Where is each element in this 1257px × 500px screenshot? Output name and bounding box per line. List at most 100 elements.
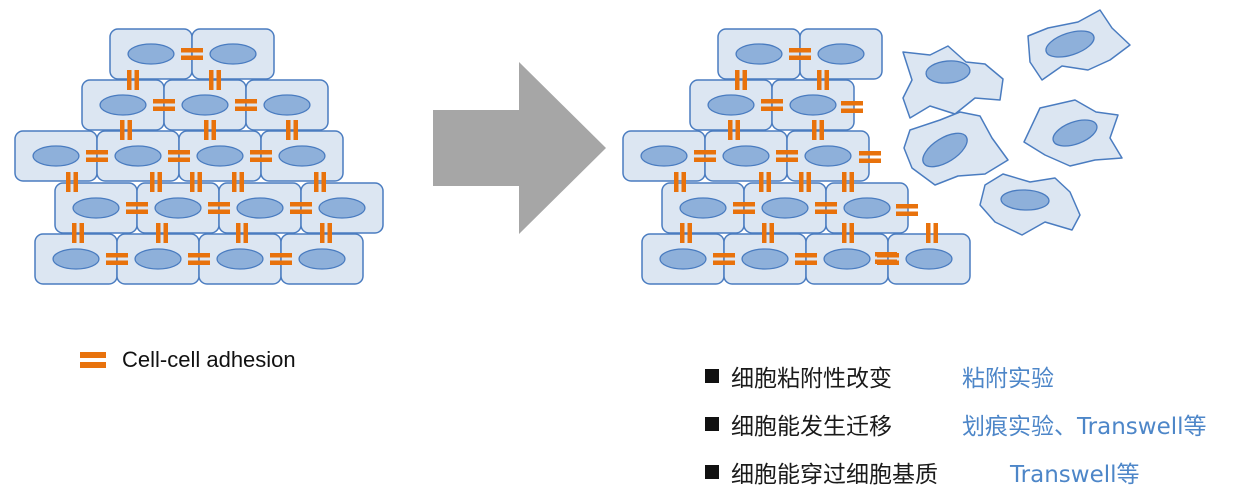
epithelial-cell-sheet: [14, 28, 384, 285]
adhesion-junction: [761, 106, 783, 111]
adhesion-junction: [933, 223, 938, 243]
note-item: 细胞粘附性改变 粘附实验: [705, 352, 1054, 400]
adhesion-junction: [824, 70, 829, 90]
cell-nucleus: [905, 248, 953, 270]
adhesion-junction: [79, 223, 84, 243]
cell-nucleus: [1045, 30, 1095, 58]
adhesion-junction: [769, 223, 774, 243]
adhesion-junction: [849, 172, 854, 192]
adhesion-junction: [216, 70, 221, 90]
adhesion-junction: [841, 101, 863, 106]
legend: Cell-cell adhesion: [80, 344, 296, 376]
note-assay: Transwell等: [1010, 462, 1140, 488]
adhesion-junction: [120, 120, 125, 140]
adhesion-junction: [733, 209, 755, 214]
adhesion-junction: [776, 157, 798, 162]
adhesion-junction: [157, 172, 162, 192]
cell-nucleus: [263, 94, 311, 116]
cell-nucleus: [154, 197, 202, 219]
cell-nucleus: [278, 145, 326, 167]
adhesion-junction: [314, 172, 319, 192]
adhesion-junction: [188, 253, 210, 258]
adhesion-junction: [126, 202, 148, 207]
cell-nucleus: [707, 94, 755, 116]
cell-nucleus: [216, 248, 264, 270]
adhesion-junction: [106, 253, 128, 258]
adhesion-junction: [799, 172, 804, 192]
adhesion-junction: [270, 253, 292, 258]
notes-list: 细胞粘附性改变 粘附实验 细胞能发生迁移 划痕实验、Transwell等 细胞能…: [705, 352, 1207, 496]
adhesion-junction: [197, 172, 202, 192]
adhesion-junction: [859, 158, 881, 163]
adhesion-junction: [776, 150, 798, 155]
cell-nucleus: [127, 43, 175, 65]
cell-nucleus: [1000, 189, 1050, 211]
adhesion-junction: [762, 223, 767, 243]
cell-nucleus: [52, 248, 100, 270]
adhesion-junction: [674, 172, 679, 192]
adhesion-junction: [232, 172, 237, 192]
adhesion-junction: [815, 202, 837, 207]
transition-arrow: [433, 62, 606, 234]
cell-nucleus: [823, 248, 871, 270]
cell-nucleus: [72, 197, 120, 219]
note-text: 细胞能穿过细胞基质: [731, 462, 938, 488]
adhesion-junction: [812, 120, 817, 140]
adhesion-junction: [320, 223, 325, 243]
adhesion-junction: [293, 120, 298, 140]
adhesion-junction: [687, 223, 692, 243]
adhesion-junction: [681, 172, 686, 192]
adhesion-junction: [153, 99, 175, 104]
adhesion-junction: [875, 252, 897, 257]
adhesion-junction: [735, 120, 740, 140]
adhesion-junction: [713, 260, 735, 265]
adhesion-junction: [795, 260, 817, 265]
adhesion-junction: [789, 48, 811, 53]
cell-nucleus: [925, 60, 971, 84]
legend-label: Cell-cell adhesion: [122, 347, 296, 372]
adhesion-junction: [842, 223, 847, 243]
cell-nucleus: [817, 43, 865, 65]
cell-nucleus: [722, 145, 770, 167]
adhesion-junction: [208, 202, 230, 207]
cell-nucleus: [114, 145, 162, 167]
adhesion-junction: [211, 120, 216, 140]
migrating-cells: [902, 9, 1131, 236]
cell-nucleus: [134, 248, 182, 270]
adhesion-junction: [766, 172, 771, 192]
adhesion-junction: [163, 223, 168, 243]
adhesion-junction: [759, 172, 764, 192]
adhesion-junction: [204, 120, 209, 140]
cell-nucleus: [32, 145, 80, 167]
adhesion-junction: [250, 150, 272, 155]
square-bullet-icon: [705, 465, 719, 479]
adhesion-junction: [150, 172, 155, 192]
adhesion-junction: [680, 223, 685, 243]
adhesion-junction: [250, 157, 272, 162]
adhesion-junction: [106, 260, 128, 265]
adhesion-junction: [795, 253, 817, 258]
cell-nucleus: [843, 197, 891, 219]
adhesion-junction: [817, 70, 822, 90]
adhesion-junction: [190, 172, 195, 192]
cell-nucleus: [1052, 119, 1098, 147]
cell-nucleus: [659, 248, 707, 270]
adhesion-junction: [243, 223, 248, 243]
adhesion-legend-icon: [80, 351, 106, 369]
adhesion-junction: [236, 223, 241, 243]
adhesion-junction: [235, 106, 257, 111]
note-item: 细胞能穿过细胞基质 Transwell等: [705, 448, 1140, 496]
adhesion-junction: [896, 211, 918, 216]
cell-nucleus: [99, 94, 147, 116]
adhesion-junction: [66, 172, 71, 192]
adhesion-junction: [733, 202, 755, 207]
cell-nucleus: [741, 248, 789, 270]
note-item: 细胞能发生迁移 划痕实验、Transwell等: [705, 400, 1207, 448]
adhesion-junction: [819, 120, 824, 140]
cell-nucleus: [236, 197, 284, 219]
adhesion-junction: [694, 150, 716, 155]
cell-nucleus: [804, 145, 852, 167]
square-bullet-icon: [705, 417, 719, 431]
adhesion-junction: [73, 172, 78, 192]
